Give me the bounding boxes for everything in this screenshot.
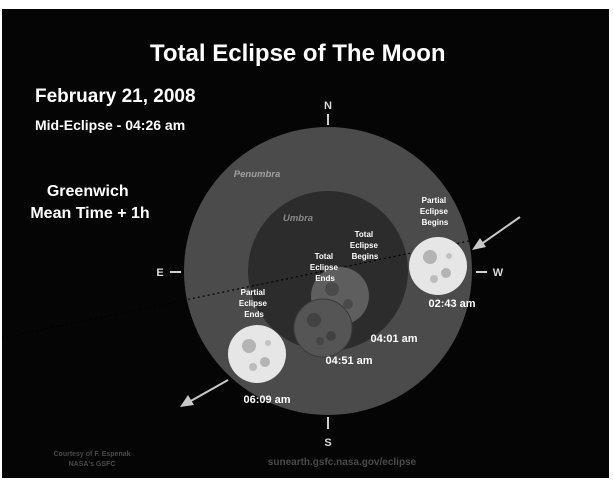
timezone-line-2: Mean Time + 1h — [30, 205, 149, 222]
event-label-line: Partial — [422, 196, 446, 205]
event-time-partial-begins: 02:43 am — [428, 298, 475, 310]
event-label-line: Eclipse — [239, 299, 268, 308]
event-label-partial-begins: Partial Eclipse Begins — [420, 196, 450, 227]
arrow-icon — [180, 379, 229, 407]
credit-org: NASA's GSFC — [69, 461, 116, 468]
eclipse-diagram-svg: N S E W Penumbra Umbra — [2, 40, 521, 468]
mid-eclipse-time: Mid-Eclipse - 04:26 am — [35, 117, 185, 133]
event-label-line: Begins — [422, 218, 449, 227]
penumbra-label: Penumbra — [234, 169, 280, 180]
event-label-line: Ends — [244, 310, 264, 319]
event-label-line: Total — [315, 252, 334, 261]
compass-west: W — [493, 267, 504, 279]
event-label-partial-ends: Partial Eclipse Ends — [239, 288, 269, 319]
event-label-line: Eclipse — [420, 207, 449, 216]
event-label-total-begins: Total Eclipse Begins — [350, 230, 380, 261]
event-time-total-begins: 04:01 am — [370, 333, 417, 345]
timezone-label: Greenwich Mean Time + 1h — [30, 183, 149, 222]
event-time-total-ends: 04:51 am — [325, 355, 372, 367]
credit-author: Courtesy of F. Espenak — [53, 451, 130, 458]
timezone-line-1: Greenwich — [47, 183, 129, 200]
moon-icon — [409, 237, 467, 295]
event-label-line: Eclipse — [310, 263, 339, 272]
arrow-icon — [472, 216, 521, 250]
event-label-line: Total — [355, 230, 374, 239]
event-label-line: Partial — [241, 288, 265, 297]
event-label-line: Begins — [352, 252, 379, 261]
compass-east: E — [156, 267, 163, 279]
moon-icon — [293, 298, 353, 358]
compass-north: N — [324, 100, 332, 112]
eclipse-diagram: N S E W Penumbra Umbra — [2, 9, 609, 478]
event-time-partial-ends: 06:09 am — [243, 394, 290, 406]
moon-icon — [228, 325, 286, 383]
event-label-total-ends: Total Eclipse Ends — [310, 252, 340, 283]
page-title: Total Eclipse of The Moon — [150, 40, 446, 67]
eclipse-date: February 21, 2008 — [35, 86, 196, 107]
credit-url: sunearth.gsfc.nasa.gov/eclipse — [268, 457, 417, 468]
event-label-line: Eclipse — [350, 241, 379, 250]
umbra-label: Umbra — [283, 213, 313, 224]
compass-south: S — [324, 437, 331, 449]
event-label-line: Ends — [315, 274, 335, 283]
